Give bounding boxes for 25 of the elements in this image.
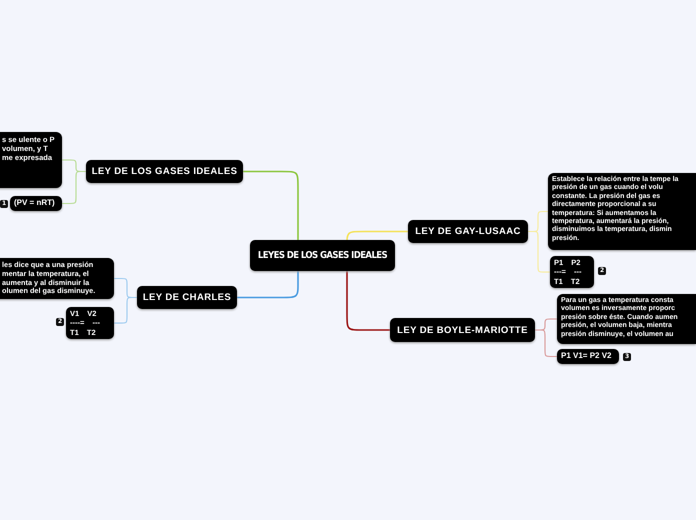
formula-box bbox=[66, 307, 114, 340]
topic-box bbox=[86, 160, 243, 183]
topic-label: LEY DE BOYLE-MARIOTTE bbox=[397, 324, 528, 336]
connector-line bbox=[346, 230, 408, 242]
connector-line bbox=[62, 170, 86, 204]
description-box bbox=[0, 258, 114, 299]
formula-box bbox=[557, 349, 619, 364]
topic-label: LEY DE LOS GASES IDEALES bbox=[92, 166, 238, 177]
description-box bbox=[548, 173, 696, 250]
topic-label: LEYES DE LOS GASES IDEALES bbox=[258, 250, 388, 261]
topic-label: LEY DE CHARLES bbox=[142, 292, 232, 303]
description-box bbox=[557, 294, 696, 344]
connector-line bbox=[243, 170, 299, 240]
topic-box bbox=[408, 220, 528, 243]
formula-text: P1 V1= P2 V2 bbox=[561, 351, 612, 361]
topic-label: LEY DE GAY-LUSAAC bbox=[415, 226, 521, 237]
description-box bbox=[0, 132, 62, 188]
formula-text: (PV = nRT) bbox=[14, 198, 56, 208]
central-topic-box bbox=[250, 240, 395, 271]
formula-box bbox=[550, 256, 594, 288]
connector-line bbox=[237, 271, 299, 298]
topic-box bbox=[137, 286, 237, 309]
formula-box bbox=[10, 196, 62, 211]
topic-box bbox=[390, 318, 535, 342]
connector-line bbox=[346, 271, 390, 331]
